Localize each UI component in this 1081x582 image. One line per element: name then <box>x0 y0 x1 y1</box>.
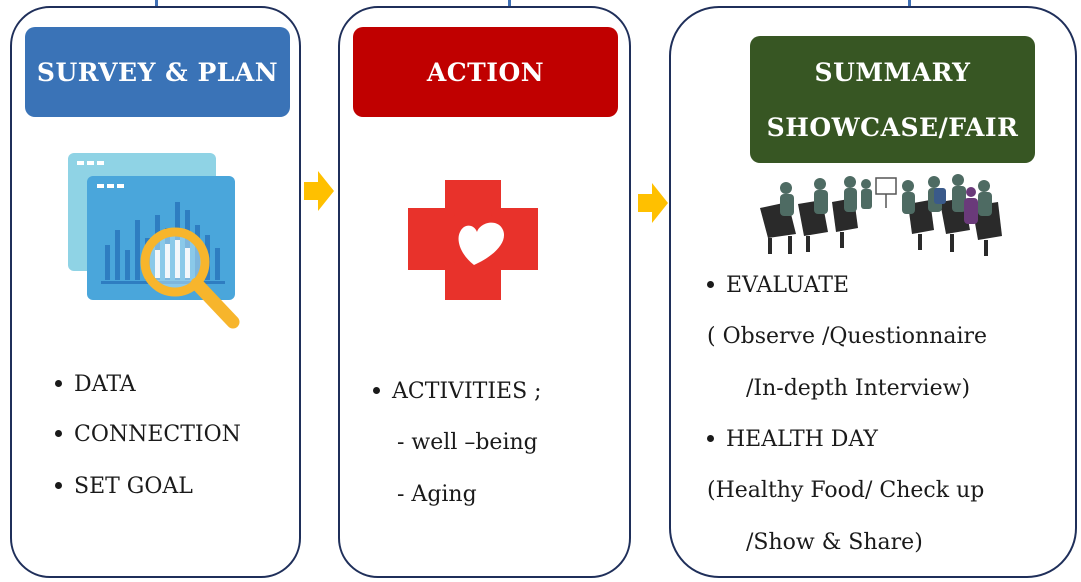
bullet-icon <box>707 434 714 442</box>
bullet-icon <box>55 379 62 387</box>
medical-cross-heart-icon <box>408 180 538 300</box>
action-item-well-being: - well –being <box>397 430 538 455</box>
data-search-icon <box>68 153 240 329</box>
survey-item-set-goal: SET GOAL <box>55 474 193 499</box>
bullet-icon <box>55 481 62 489</box>
survey-item-data: DATA <box>55 372 136 397</box>
action-item-activities: ACTIVITIES ; <box>373 379 542 404</box>
summary-header: SUMMARY SHOWCASE/FAIR <box>750 36 1035 163</box>
summary-header-line1: SUMMARY <box>814 57 971 87</box>
summary-item-interview: /In-depth Interview) <box>746 376 971 401</box>
summary-item-show-share: /Show & Share) <box>746 530 923 555</box>
meeting-silhouettes-icon <box>760 174 1002 256</box>
action-item-aging: - Aging <box>397 482 477 507</box>
bullet-icon <box>373 386 380 394</box>
summary-item-healthy-food: (Healthy Food/ Check up <box>707 478 985 503</box>
bullet-icon <box>707 280 714 288</box>
summary-item-observe: ( Observe /Questionnaire <box>707 324 988 349</box>
summary-item-health-day: HEALTH DAY <box>707 427 878 452</box>
survey-plan-header: SURVEY & PLAN <box>25 27 290 117</box>
survey-item-connection: CONNECTION <box>55 422 241 447</box>
arrow-right-icon-1 <box>304 171 334 211</box>
summary-header-line2: SHOWCASE/FAIR <box>766 112 1019 142</box>
bullet-icon <box>55 429 62 437</box>
summary-item-evaluate: EVALUATE <box>707 273 849 298</box>
arrow-right-icon-2 <box>638 183 668 223</box>
action-header: ACTION <box>353 27 618 117</box>
